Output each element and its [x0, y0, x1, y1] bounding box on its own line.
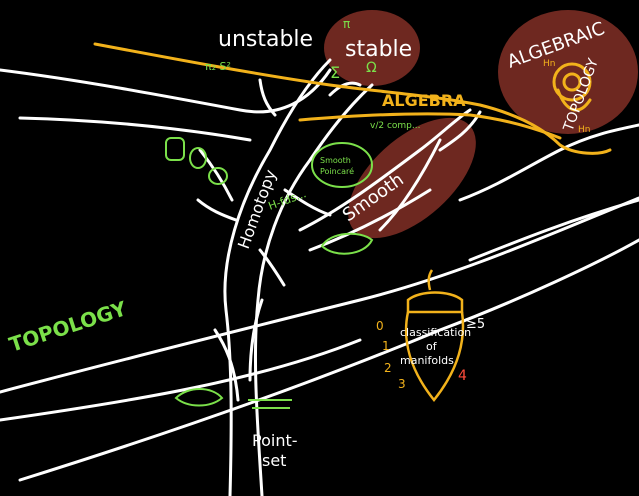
- hn-label-2: Hn: [578, 125, 590, 135]
- dim-ge5-label: ≥5: [466, 317, 485, 332]
- dim-4-label: 4: [458, 368, 467, 384]
- upper-left-limb-2: [20, 118, 250, 140]
- unstable-note: π₂ S²: [205, 60, 231, 73]
- lower-branch-edge: [0, 340, 360, 420]
- smooth-poincare-label-2: Poincaré: [320, 166, 354, 176]
- point-set-label-2: set: [262, 451, 286, 470]
- smooth-poincare-label-1: Smooth: [320, 156, 351, 165]
- root-split-left: [215, 330, 238, 400]
- sigma-label: Σ: [330, 63, 340, 82]
- classification-label-2: of: [426, 340, 438, 353]
- lower-main-branch: [0, 198, 639, 392]
- right-branch-2: [470, 200, 639, 260]
- dim-2-label: 2: [384, 361, 392, 375]
- bracket-note: v/2 comp...: [370, 121, 420, 131]
- doodle-ring: [190, 148, 206, 168]
- classification-label-3: manifolds: [400, 354, 454, 367]
- acorn-cap: [408, 293, 462, 313]
- doodle-box-1: [166, 138, 184, 160]
- bottom-branch: [20, 240, 639, 480]
- smooth-poincare-ellipse: [312, 143, 372, 187]
- algebra-label: ALGEBRA: [382, 91, 466, 110]
- point-set-label-1: Point-: [252, 431, 298, 450]
- dim-3-label: 3: [398, 377, 406, 391]
- hn-label-1: Hn: [543, 59, 555, 69]
- dim-1-label: 1: [382, 339, 390, 353]
- unstable-label: unstable: [218, 27, 313, 52]
- stable-label: stable: [345, 37, 412, 62]
- omega-label: Ω: [366, 60, 377, 76]
- dim-0-label: 0: [376, 319, 384, 333]
- classification-label-1: classification: [400, 326, 471, 339]
- topology-label: TOPOLOGY: [6, 296, 130, 357]
- pi-s-label: π: [343, 17, 350, 31]
- twig-2: [198, 200, 236, 220]
